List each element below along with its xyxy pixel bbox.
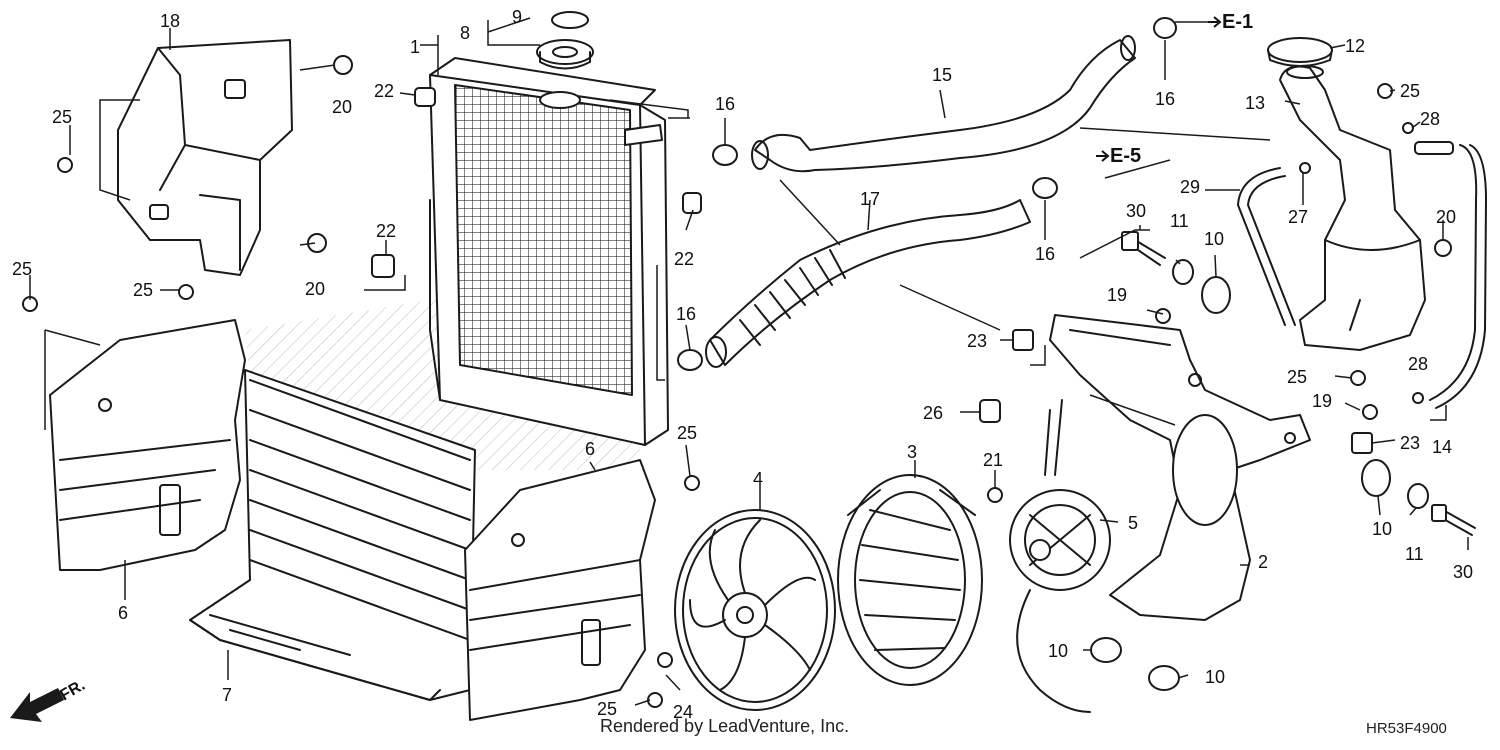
callout-25-d[interactable]: 25 — [677, 423, 698, 443]
callout-29[interactable]: 29 — [1180, 177, 1201, 197]
callout-2[interactable]: 2 — [1258, 552, 1269, 572]
leader-lines — [29, 17, 1469, 706]
callout-11-b[interactable]: 11 — [1405, 544, 1424, 564]
callout-25-f[interactable]: 25 — [1400, 81, 1421, 101]
callout-18[interactable]: 18 — [160, 11, 181, 31]
lower-hose — [705, 199, 1031, 368]
fan-guard — [837, 474, 983, 686]
reference-arrow-icon — [1208, 16, 1222, 28]
hose-clamp — [677, 17, 1177, 371]
callout-20-b[interactable]: 20 — [305, 279, 326, 299]
callout-19-a[interactable]: 19 — [1107, 285, 1128, 305]
callout-28-a[interactable]: 28 — [1420, 109, 1441, 129]
callout-6-left[interactable]: 6 — [118, 603, 129, 623]
callout-26[interactable]: 26 — [923, 403, 944, 423]
callout-16-a[interactable]: 16 — [715, 94, 736, 114]
callout-22-c[interactable]: 22 — [674, 249, 695, 269]
callout-7[interactable]: 7 — [222, 685, 233, 705]
callout-25-b[interactable]: 25 — [12, 259, 33, 279]
callout-8[interactable]: 8 — [460, 23, 471, 43]
callout-10-c[interactable]: 10 — [1048, 641, 1069, 661]
callout-16-b[interactable]: 16 — [676, 304, 697, 324]
reference-e1[interactable]: E-1 — [1222, 11, 1254, 33]
callout-22-b[interactable]: 22 — [376, 221, 397, 241]
callout-25-c[interactable]: 25 — [133, 280, 154, 300]
siphon-tube-29 — [1237, 167, 1286, 326]
side-cover-left — [49, 319, 246, 571]
callout-10-a[interactable]: 10 — [1204, 229, 1225, 249]
tube-joint-28 — [1414, 141, 1454, 155]
callout-12[interactable]: 12 — [1345, 36, 1366, 56]
reference-e5[interactable]: E-5 — [1110, 145, 1142, 167]
reference-arrow-icon — [1096, 150, 1110, 162]
callout-25-e[interactable]: 25 — [597, 699, 618, 719]
callout-23-b[interactable]: 23 — [1400, 433, 1421, 453]
footer-credit: Rendered by LeadVenture, Inc. — [600, 716, 850, 736]
callout-3[interactable]: 3 — [907, 442, 918, 462]
callout-25-a[interactable]: 25 — [52, 107, 73, 127]
cooling-fan — [674, 509, 836, 711]
callout-17[interactable]: 17 — [860, 189, 881, 209]
callout-10-d[interactable]: 10 — [1205, 667, 1226, 687]
callout-9[interactable]: 9 — [512, 7, 523, 27]
callout-24[interactable]: 24 — [673, 702, 694, 722]
callout-16-d[interactable]: 16 — [1155, 89, 1176, 109]
callout-21[interactable]: 21 — [983, 450, 1004, 470]
reserve-tank-cap — [1267, 37, 1333, 67]
callout-20-a[interactable]: 20 — [332, 97, 353, 117]
radiator — [429, 57, 669, 446]
callout-15[interactable]: 15 — [932, 65, 953, 85]
callout-23-a[interactable]: 23 — [967, 331, 988, 351]
o-ring — [551, 11, 589, 29]
callout-13[interactable]: 13 — [1245, 93, 1266, 113]
overflow-tube-14-inner — [1435, 144, 1487, 409]
radiator-cap — [536, 39, 594, 70]
fan-shroud — [1049, 314, 1311, 621]
callout-1[interactable]: 1 — [410, 37, 421, 57]
bracket-shroud — [117, 39, 293, 276]
louver-grille — [189, 369, 476, 701]
callout-5[interactable]: 5 — [1128, 513, 1139, 533]
overflow-tube-14 — [1429, 144, 1478, 401]
callout-22-a[interactable]: 22 — [374, 81, 395, 101]
callout-28-b[interactable]: 28 — [1408, 354, 1429, 374]
callout-14[interactable]: 14 — [1432, 437, 1453, 457]
callout-27[interactable]: 27 — [1288, 207, 1309, 227]
callout-6-right[interactable]: 6 — [585, 439, 596, 459]
callout-10-b[interactable]: 10 — [1372, 519, 1393, 539]
fan-motor — [1009, 399, 1111, 713]
callout-4[interactable]: 4 — [753, 469, 764, 489]
callout-19-b[interactable]: 19 — [1312, 391, 1333, 411]
callout-11-a[interactable]: 11 — [1170, 211, 1189, 231]
side-cover-right — [464, 459, 656, 721]
front-arrow-icon — [10, 688, 64, 722]
siphon-tube-29-inner — [1247, 175, 1296, 326]
upper-hose — [751, 35, 1136, 173]
callout-20-c[interactable]: 20 — [1436, 207, 1457, 227]
callout-25-g[interactable]: 25 — [1287, 367, 1308, 387]
callout-30-b[interactable]: 30 — [1453, 562, 1474, 582]
grommets — [371, 87, 1429, 691]
bolts — [22, 55, 1476, 708]
callout-16-c[interactable]: 16 — [1035, 244, 1056, 264]
diagram-code: HR53F4900 — [1366, 720, 1447, 737]
callout-30-a[interactable]: 30 — [1126, 201, 1147, 221]
